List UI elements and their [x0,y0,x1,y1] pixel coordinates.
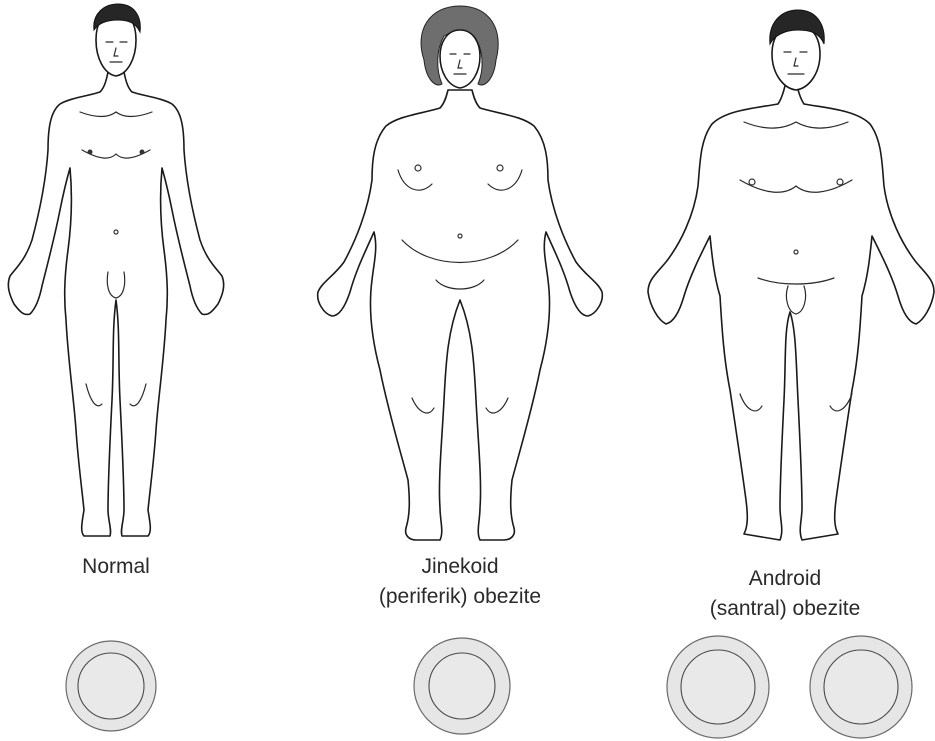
gynoid-caption-line-1: Jinekoid [340,552,580,582]
android-cross-section-right [810,636,912,738]
gynoid-body-figure [318,6,603,540]
gynoid-caption: Jinekoid (periferik) obezite [340,552,580,612]
gynoid-caption-line-2: (periferik) obezite [340,582,580,612]
android-cross-section-left [667,636,769,738]
android-caption: Android (santral) obezite [660,564,910,624]
android-caption-line-1: Android [660,564,910,594]
android-body-figure [648,10,934,540]
normal-body-figure [8,4,223,536]
normal-caption-line-1: Normal [46,552,186,582]
normal-cross-section [66,641,156,731]
gynoid-cross-section [414,638,510,734]
android-caption-line-2: (santral) obezite [660,594,910,624]
normal-caption: Normal [46,552,186,582]
